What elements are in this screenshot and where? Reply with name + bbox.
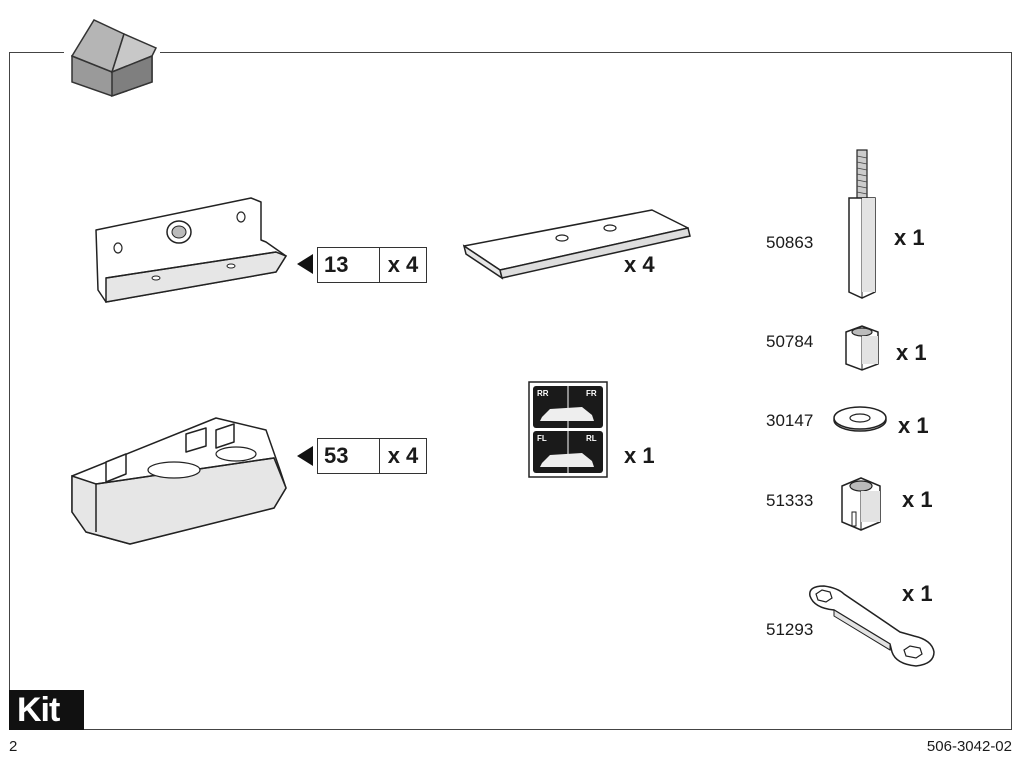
foot-illustration <box>66 412 292 555</box>
quantity-label: x 4 <box>387 252 419 277</box>
page-frame <box>9 52 1012 730</box>
ref-box-53: 53 x 4 <box>317 438 427 474</box>
washer-quantity: x 1 <box>898 413 929 438</box>
part-number-50784: 50784 <box>766 332 814 351</box>
sticker-label-fl: FL <box>537 434 547 443</box>
part-number-51293: 51293 <box>766 620 814 639</box>
bracket-illustration <box>86 190 296 315</box>
nut-quantity: x 1 <box>896 340 927 365</box>
document-code: 506-3042-02 <box>926 738 1012 755</box>
sticker-label-fr: FR <box>586 389 597 398</box>
bolt-quantity: x 1 <box>894 225 925 250</box>
sticker-label-rl: RL <box>586 434 597 443</box>
slotted-sleeve-illustration <box>838 474 884 537</box>
page-number: 2 <box>9 738 18 755</box>
position-sticker-sheet: RR FR FL RL <box>528 381 608 483</box>
sleeve-quantity: x 1 <box>902 487 933 512</box>
quantity-label: x 4 <box>387 443 419 468</box>
pointer-arrow-13 <box>297 254 313 274</box>
hex-nut-illustration <box>842 322 882 377</box>
kit-badge: Kit <box>9 690 84 730</box>
ref-number: 53 <box>318 439 380 473</box>
part-number-50863: 50863 <box>766 233 814 252</box>
open-box-icon <box>64 12 160 98</box>
part-number-30147: 30147 <box>766 411 814 430</box>
ref-number: 13 <box>318 248 380 282</box>
part-number-51333: 51333 <box>766 491 814 510</box>
washer-illustration <box>832 404 888 439</box>
sticker-quantity: x 1 <box>624 443 655 468</box>
pointer-arrow-53 <box>297 446 313 466</box>
wrench-quantity: x 1 <box>902 581 933 606</box>
threaded-bolt-illustration <box>842 148 882 305</box>
pad-strip-quantity: x 4 <box>624 252 655 277</box>
hex-wrench-illustration <box>804 582 940 675</box>
sticker-label-rr: RR <box>537 389 549 398</box>
pad-strip-illustration <box>462 206 694 287</box>
ref-box-13: 13 x 4 <box>317 247 427 283</box>
